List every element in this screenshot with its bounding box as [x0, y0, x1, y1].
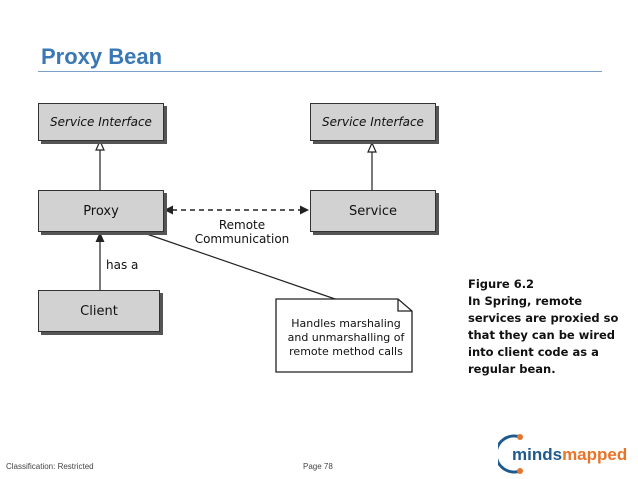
service-box: Service: [310, 190, 436, 232]
inheritance-arrowhead-right: [367, 141, 377, 153]
caption-line: services are proxied so: [468, 311, 619, 325]
logo-text-mapped: mapped: [562, 445, 627, 464]
note-fold: [397, 299, 412, 312]
note-line: and unmarshalling of: [287, 331, 405, 344]
proxy-box: Proxy: [38, 190, 164, 232]
note-line: Handles marshaling: [291, 317, 401, 330]
page-title: Proxy Bean: [41, 44, 163, 69]
figure-caption: Figure 6.2 In Spring, remote services ar…: [468, 276, 618, 378]
service-interface-box-left: Service Interface: [38, 103, 164, 141]
note-shape: [275, 298, 413, 373]
note-line: remote method calls: [289, 345, 403, 358]
svg-text:mindsmapped: mindsmapped: [512, 445, 627, 464]
remote-label-line2: Communication: [194, 232, 290, 246]
inheritance-arrowhead-left: [95, 139, 105, 151]
logo-dot-icon: [517, 434, 523, 440]
client-box: Client: [38, 290, 160, 332]
note-connector-line: [137, 230, 339, 301]
caption-line: Figure 6.2: [468, 277, 535, 291]
mindsmapped-logo: mindsmapped: [498, 434, 627, 474]
service-interface-box-right: Service Interface: [310, 103, 436, 141]
logo-swoosh-icon: [498, 434, 521, 474]
logo-dot-icon: [517, 468, 523, 474]
title-divider: [38, 71, 602, 72]
caption-line: regular bean.: [468, 362, 556, 376]
caption-line: In Spring, remote: [468, 294, 583, 308]
remote-arrowhead-left: [164, 205, 173, 215]
has-a-label: has a: [106, 258, 139, 272]
remote-arrowhead-right: [300, 205, 309, 215]
page-number: Page 78: [303, 462, 333, 471]
note-text: Handles marshaling and unmarshalling of …: [280, 317, 412, 359]
caption-line: into client code as a: [468, 345, 599, 359]
caption-line: that they can be wired: [468, 328, 616, 342]
remote-label-line1: Remote: [218, 218, 266, 232]
classification-label: Classification: Restricted: [6, 462, 94, 471]
logo-text-minds: minds: [512, 445, 562, 464]
has-a-arrowhead: [95, 232, 105, 242]
